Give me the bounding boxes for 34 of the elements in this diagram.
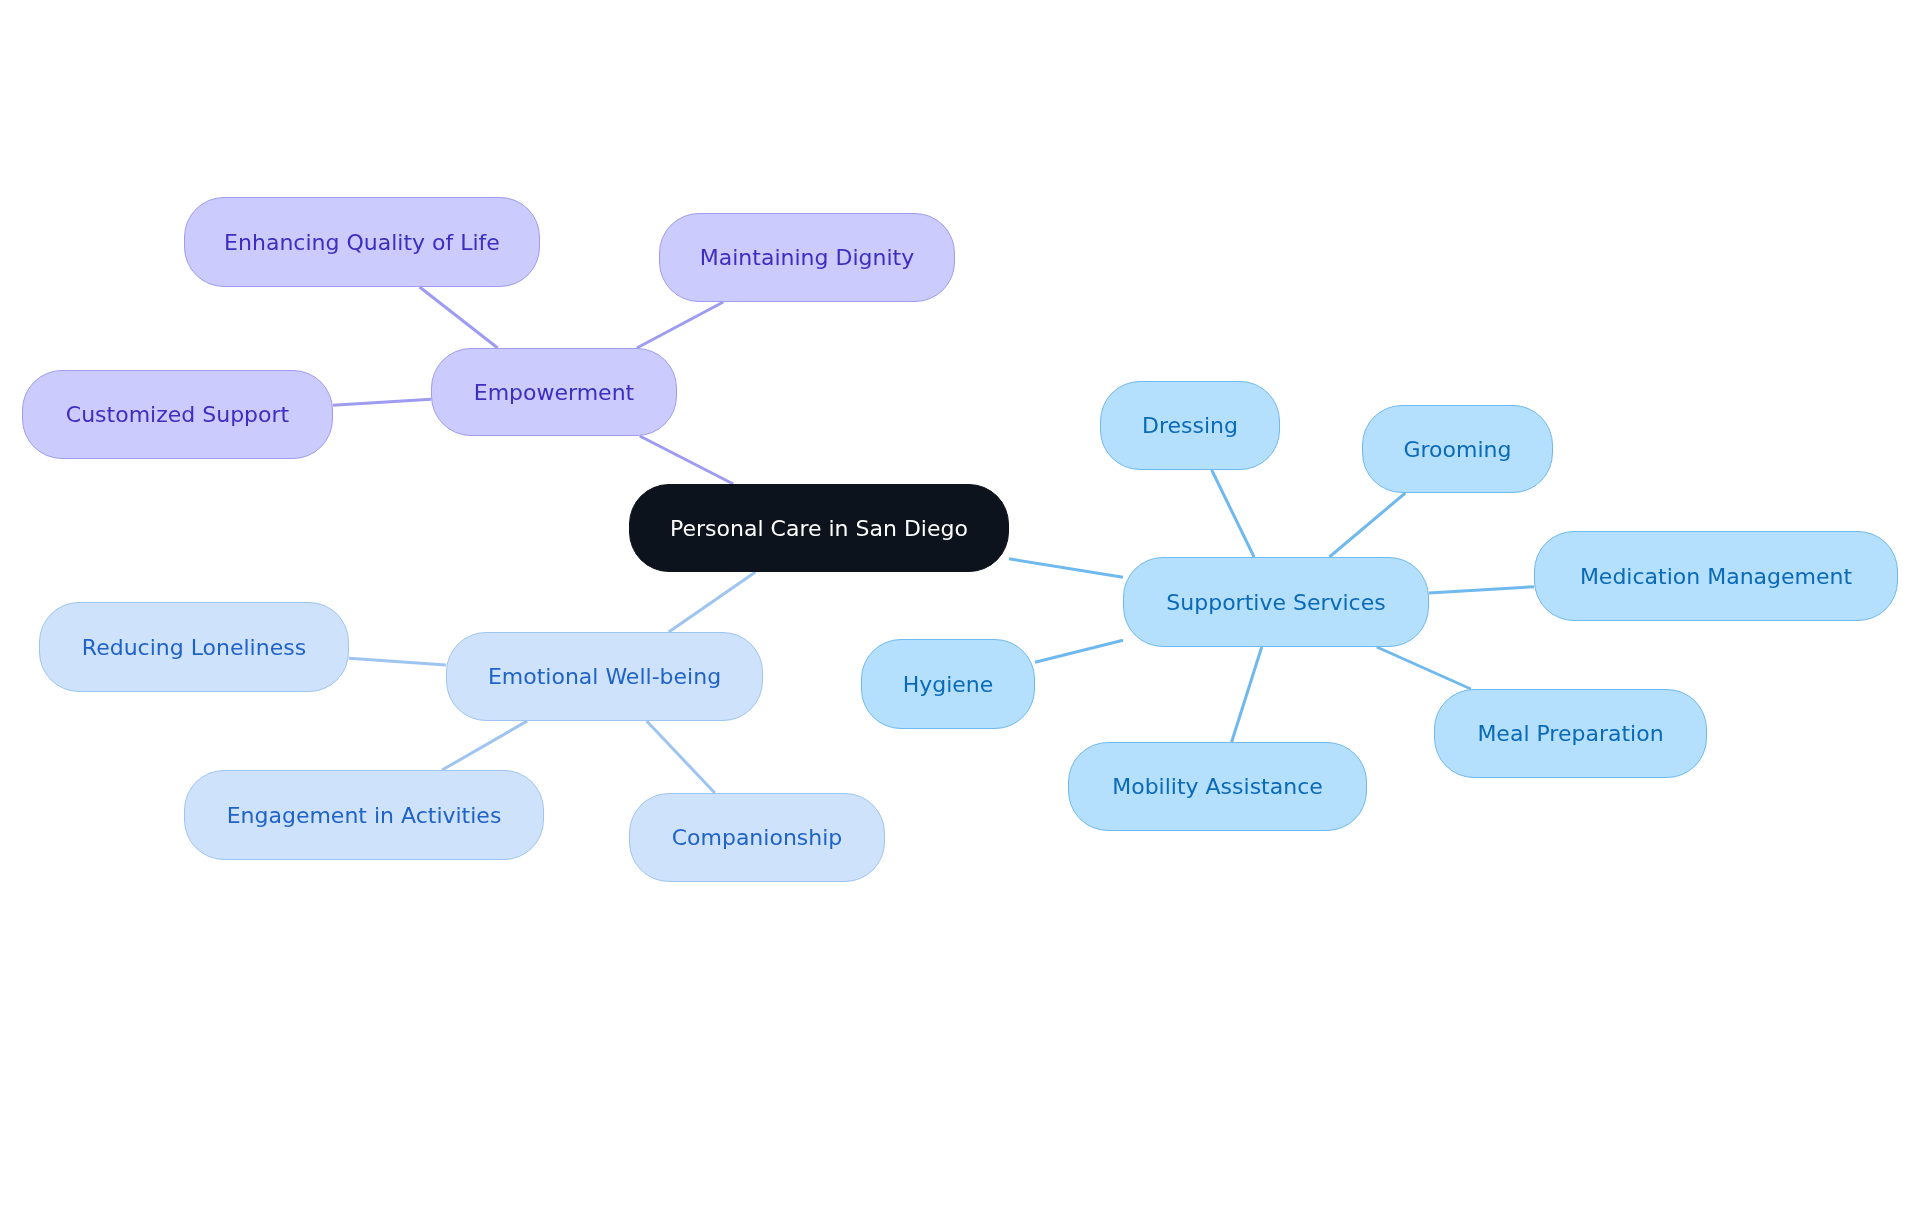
node-label: Grooming (1403, 436, 1512, 462)
node-label: Mobility Assistance (1112, 774, 1323, 799)
connector-line (645, 719, 716, 795)
node-label: Enhancing Quality of Life (224, 229, 500, 255)
connector-line (1376, 645, 1472, 691)
connector-line (1230, 646, 1264, 743)
connector-line (1328, 491, 1407, 559)
node-label: Medication Management (1579, 563, 1853, 589)
connector-line (636, 300, 724, 350)
node-label: Hygiene (902, 671, 994, 697)
node-label: Meal Preparation (1477, 721, 1664, 746)
node-label: Dressing (1142, 413, 1238, 438)
connector-line (667, 570, 757, 634)
node-label: Supportive Services (1166, 589, 1386, 615)
topic-node (1123, 557, 1429, 647)
node-label: Reducing Loneliness (81, 634, 307, 660)
connector-line (1428, 585, 1535, 595)
connector-line (332, 397, 432, 407)
connector-line (348, 656, 447, 667)
connector-line (1210, 469, 1256, 558)
topic-node (861, 639, 1035, 729)
connector-line (1008, 557, 1124, 579)
connector-line (418, 285, 499, 350)
node-label: Empowerment (473, 379, 635, 405)
node-label: Maintaining Dignity (699, 245, 915, 270)
connector-line (1034, 638, 1124, 664)
node-label: Customized Support (65, 402, 290, 427)
node-label: Companionship (671, 825, 843, 850)
connector-line (441, 719, 528, 772)
connector-line (639, 434, 734, 486)
central-topic-node (629, 484, 1009, 572)
node-label: Emotional Well-being (487, 664, 722, 689)
node-label: Personal Care in San Diego (670, 515, 968, 541)
node-label: Engagement in Activities (226, 802, 502, 828)
